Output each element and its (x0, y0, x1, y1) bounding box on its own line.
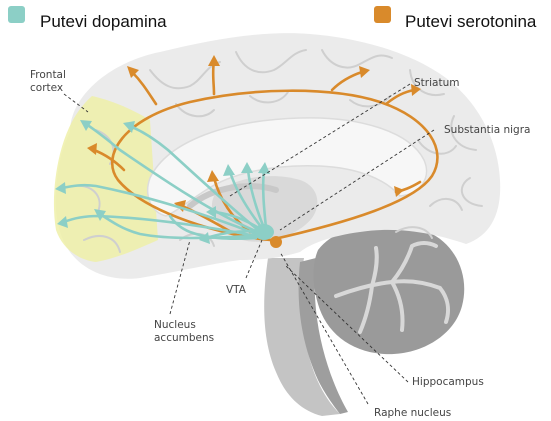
legend-dopamine-swatch (8, 6, 25, 23)
vta-node (254, 224, 274, 240)
legend-serotonin-swatch (374, 6, 391, 23)
label-frontal-cortex-line2: cortex (30, 82, 63, 94)
legend-dopamine-label: Putevi dopamina (40, 12, 167, 31)
serotonin-branch-up2 (213, 62, 214, 94)
legend-serotonin-label: Putevi serotonina (405, 12, 537, 31)
label-raphe-nucleus: Raphe nucleus (374, 407, 451, 419)
label-striatum: Striatum (414, 77, 459, 89)
label-vta: VTA (226, 284, 247, 296)
legend: Putevi dopamina Putevi serotonina (8, 6, 537, 31)
raphe-nucleus-node (270, 236, 282, 248)
label-nucleus-accumbens-line2: accumbens (154, 332, 214, 344)
label-nucleus-accumbens-line1: Nucleus (154, 319, 196, 331)
label-hippocampus: Hippocampus (412, 376, 484, 388)
label-frontal-cortex-line1: Frontal (30, 69, 66, 81)
label-substantia-nigra: Substantia nigra (444, 124, 530, 136)
